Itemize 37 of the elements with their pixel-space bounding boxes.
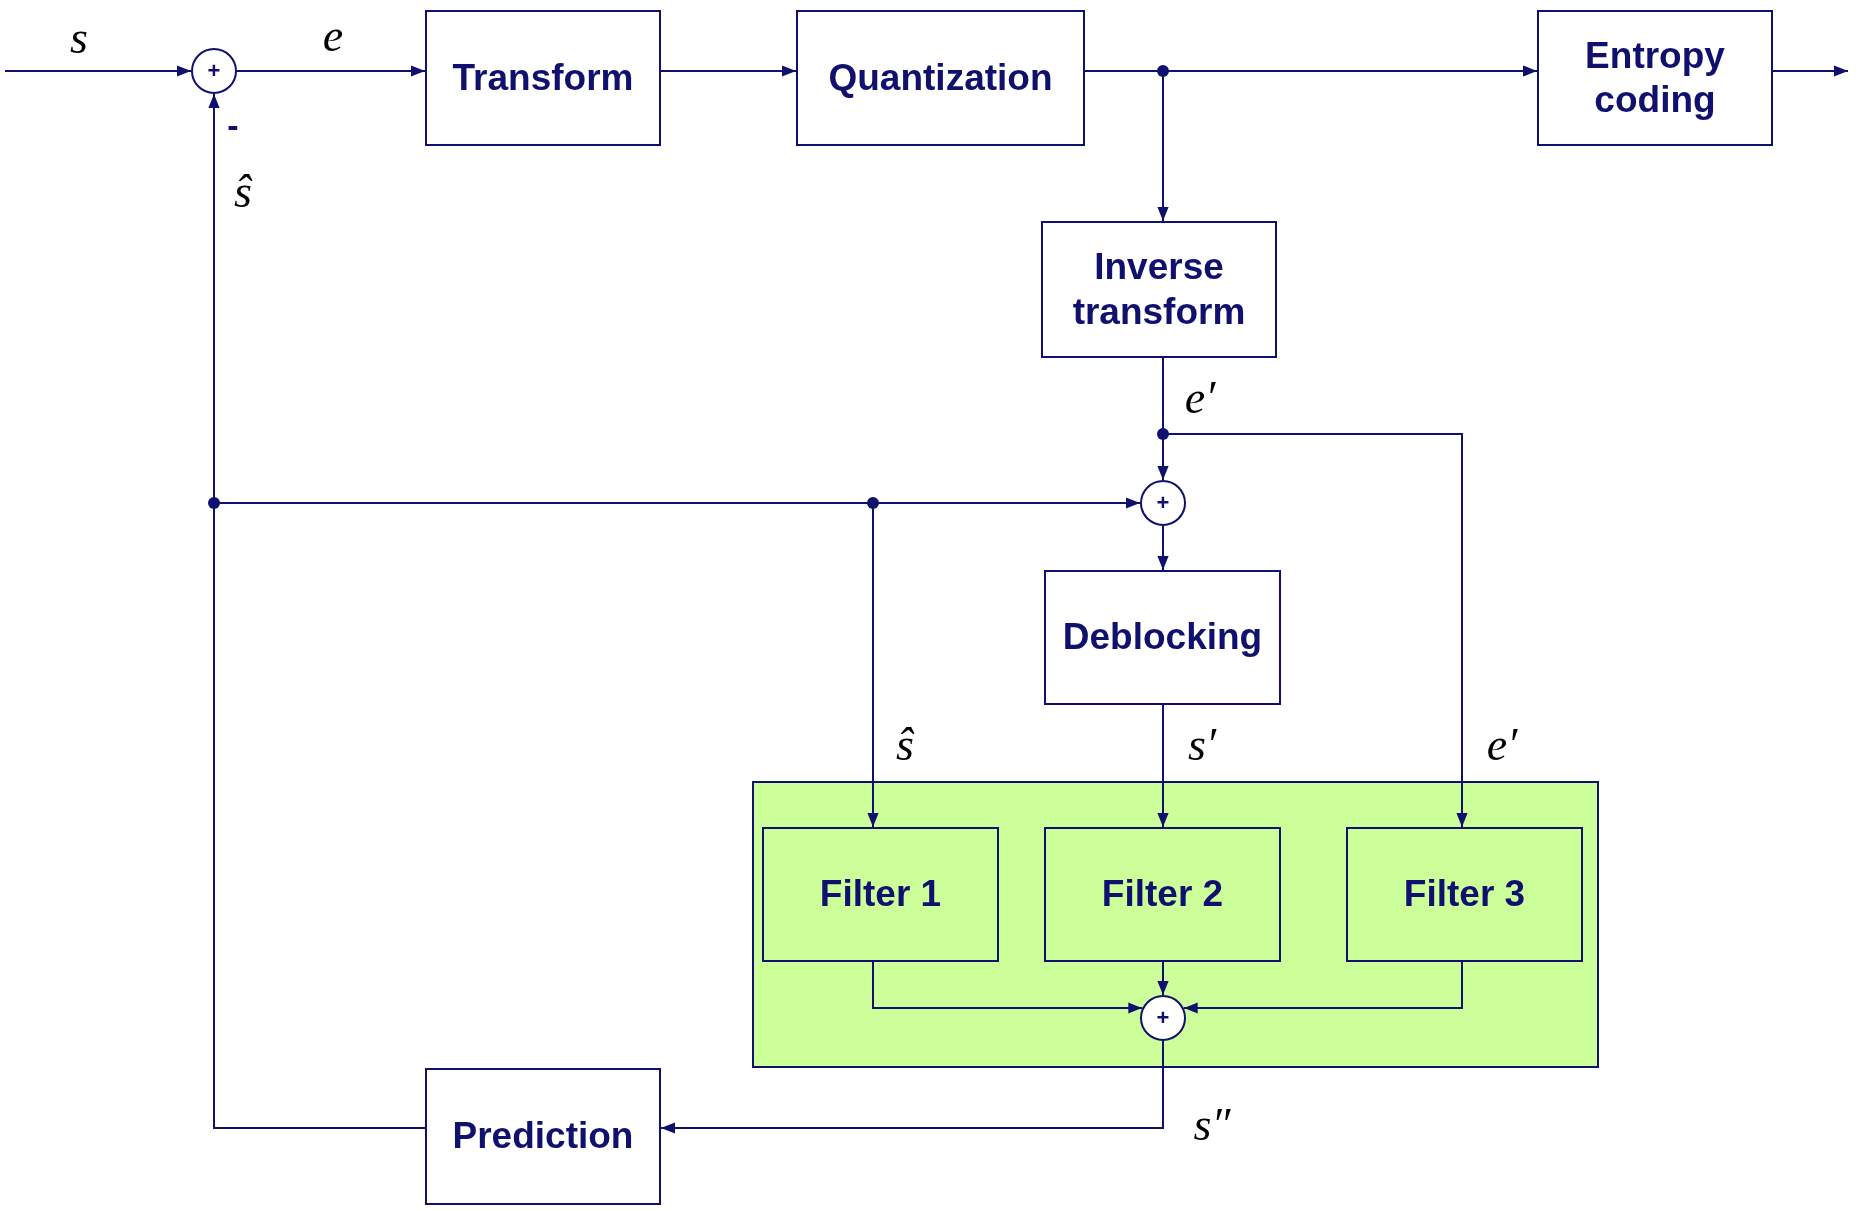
arrow bbox=[4, 65, 192, 77]
block-label: Filter 1 bbox=[819, 872, 942, 917]
process-box bbox=[1044, 570, 1281, 705]
arrow bbox=[1157, 961, 1169, 996]
process-box bbox=[796, 10, 1085, 146]
block-label: Quantization bbox=[828, 55, 1053, 100]
process-box bbox=[1041, 221, 1277, 358]
filter-box bbox=[1044, 827, 1281, 962]
summing-junction bbox=[1140, 480, 1186, 526]
plus-sign: + bbox=[207, 60, 221, 82]
arrow bbox=[872, 961, 1144, 1014]
filter-box bbox=[762, 827, 999, 962]
process-box bbox=[425, 1068, 661, 1205]
arrow bbox=[660, 1040, 1164, 1134]
process-box bbox=[1537, 10, 1773, 146]
arrow bbox=[660, 65, 797, 77]
block-label: Deblocking bbox=[1062, 615, 1263, 660]
arrow bbox=[213, 502, 879, 1129]
block-label: Transform bbox=[452, 55, 634, 100]
arrow bbox=[1772, 65, 1849, 77]
plus-sign: + bbox=[1156, 1007, 1170, 1029]
block-label: Inverse transform bbox=[1071, 245, 1247, 334]
summing-junction bbox=[1140, 995, 1186, 1041]
block-label: Filter 2 bbox=[1101, 872, 1224, 917]
block-label: Entropy coding bbox=[1584, 33, 1726, 122]
block-label: Filter 3 bbox=[1403, 872, 1526, 917]
filter-group-panel bbox=[752, 781, 1599, 1068]
filter-box bbox=[1346, 827, 1583, 962]
arrow bbox=[236, 65, 426, 77]
arrow bbox=[1157, 525, 1169, 571]
summing-junction bbox=[191, 48, 237, 94]
arrow bbox=[1157, 704, 1169, 828]
block-label: Prediction bbox=[452, 1114, 634, 1159]
minus-sign: - bbox=[227, 108, 239, 142]
plus-sign: + bbox=[1156, 492, 1170, 514]
arrow bbox=[1182, 961, 1463, 1014]
process-box bbox=[425, 10, 661, 146]
